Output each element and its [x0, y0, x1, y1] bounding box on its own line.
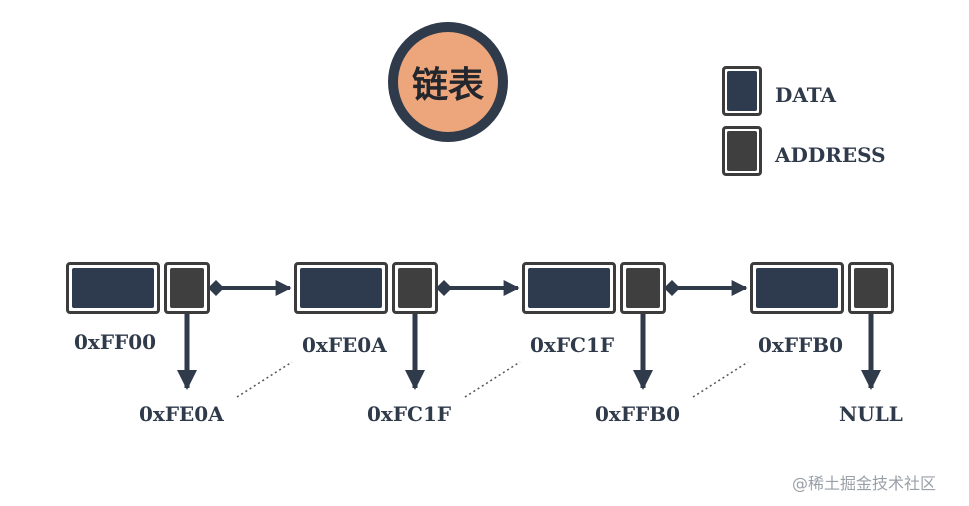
dotted-correspondence-3 — [692, 361, 749, 398]
node-4-address-cell — [848, 262, 894, 314]
legend-label-address: ADDRESS — [775, 143, 886, 167]
node-2-data-cell — [294, 262, 388, 314]
legend-swatch-data — [722, 66, 762, 116]
node-3-next-pointer-label: 0xFFB0 — [595, 402, 681, 426]
legend-item-data — [722, 66, 762, 116]
node-2-address-cell — [392, 262, 438, 314]
title-badge: 链表 — [388, 22, 508, 142]
watermark: @稀土掘金技术社区 — [792, 474, 937, 493]
node-1-next-pointer-label: 0xFE0A — [139, 402, 224, 426]
title-badge-inner: 链表 — [398, 32, 498, 132]
dotted-correspondence-1 — [236, 361, 293, 398]
legend-swatch-address — [722, 126, 762, 176]
node-3-data-cell — [522, 262, 616, 314]
node-1-data-cell — [66, 262, 160, 314]
node-4-address-label: 0xFFB0 — [758, 333, 844, 357]
node-4-next-pointer-label: NULL — [839, 402, 903, 426]
diagram-title: 链表 — [411, 65, 484, 106]
legend-label-data: DATA — [775, 83, 837, 107]
node-1-address-label: 0xFF00 — [74, 330, 157, 354]
node-2-next-pointer-label: 0xFC1F — [367, 402, 452, 426]
node-4-data-cell — [750, 262, 844, 314]
node-3-address-label: 0xFC1F — [530, 333, 615, 357]
node-2-address-label: 0xFE0A — [302, 333, 387, 357]
node-1-address-cell — [164, 262, 210, 314]
node-3-address-cell — [620, 262, 666, 314]
dotted-correspondence-2 — [464, 361, 521, 398]
legend-item-address — [722, 126, 762, 176]
